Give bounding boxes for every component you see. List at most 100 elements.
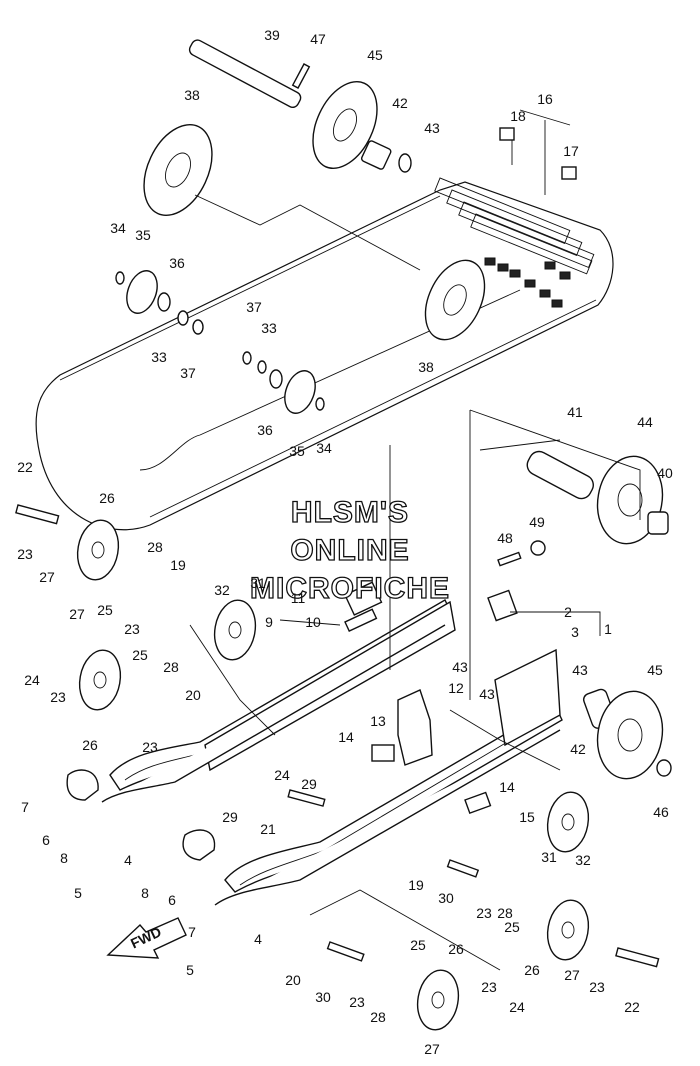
callout-42: 42 (570, 741, 586, 757)
callout-8: 8 (60, 850, 68, 866)
callout-27: 27 (564, 967, 580, 983)
callout-32: 32 (575, 852, 591, 868)
callout-25: 25 (97, 602, 113, 618)
callout-24: 24 (509, 999, 525, 1015)
leader-lines (189, 109, 641, 971)
callout-23: 23 (589, 979, 605, 995)
callout-49: 49 (529, 514, 545, 530)
callout-40: 40 (657, 465, 673, 481)
callout-11: 11 (291, 590, 306, 606)
callout-4: 4 (124, 852, 132, 868)
callout-23: 23 (50, 689, 66, 705)
callout-17: 17 (563, 143, 579, 159)
callout-26: 26 (524, 962, 540, 978)
callout-22: 22 (17, 459, 33, 475)
right-slide-rail (214, 648, 563, 906)
callout-43: 43 (424, 120, 440, 136)
callout-4: 4 (254, 931, 262, 947)
callout-36: 36 (257, 422, 273, 438)
callout-46: 46 (653, 804, 669, 820)
callout-23: 23 (349, 994, 365, 1010)
callout-25: 25 (132, 647, 148, 663)
callout-23: 23 (142, 739, 158, 755)
callout-35: 35 (289, 443, 305, 459)
callout-2: 2 (564, 604, 572, 620)
callout-12: 12 (448, 680, 464, 696)
callout-21: 21 (260, 821, 276, 837)
callout-47: 47 (310, 31, 326, 47)
callout-43: 43 (479, 686, 495, 702)
misc-brackets (344, 540, 546, 815)
callout-28: 28 (147, 539, 163, 555)
callout-38: 38 (184, 87, 200, 103)
callout-27: 27 (39, 569, 55, 585)
callout-23: 23 (476, 905, 492, 921)
callout-24: 24 (274, 767, 290, 783)
callout-5: 5 (74, 885, 82, 901)
watermark-line-2: ONLINE (290, 534, 409, 567)
callout-33: 33 (261, 320, 277, 336)
callout-20: 20 (285, 972, 301, 988)
callout-26: 26 (448, 941, 464, 957)
callout-27: 27 (424, 1041, 440, 1057)
callout-1: 1 (604, 621, 612, 637)
track-belt (35, 177, 614, 531)
callout-34: 34 (316, 440, 332, 456)
callout-19: 19 (170, 557, 186, 573)
callout-26: 26 (82, 737, 98, 753)
callout-6: 6 (42, 832, 50, 848)
callout-18: 18 (510, 108, 526, 124)
callout-30: 30 (315, 989, 331, 1005)
right-shaft-group (526, 450, 672, 780)
callout-5: 5 (186, 962, 194, 978)
watermark-line-3: MICROFICHE (250, 572, 450, 605)
callout-41: 41 (567, 404, 583, 420)
callout-29: 29 (222, 809, 238, 825)
callout-7: 7 (188, 924, 196, 940)
callout-8: 8 (141, 885, 149, 901)
callout-39: 39 (264, 27, 280, 43)
watermark-line-1: HLSM'S (291, 496, 409, 529)
track-wheels (115, 259, 486, 414)
callout-48: 48 (497, 530, 513, 546)
callout-38: 38 (418, 359, 434, 375)
callout-45: 45 (367, 47, 383, 63)
callout-26: 26 (99, 490, 115, 506)
callout-37: 37 (246, 299, 262, 315)
callout-28: 28 (497, 905, 513, 921)
callout-13: 13 (370, 713, 386, 729)
callout-14: 14 (338, 729, 354, 745)
callout-44: 44 (637, 414, 653, 430)
callout-23: 23 (124, 621, 140, 637)
rail-guides (66, 769, 216, 861)
callout-45: 45 (647, 662, 663, 678)
callout-37: 37 (180, 365, 196, 381)
callout-36: 36 (169, 255, 185, 271)
callout-14: 14 (499, 779, 515, 795)
callout-27: 27 (69, 606, 85, 622)
callout-15: 15 (519, 809, 535, 825)
callout-43: 43 (572, 662, 588, 678)
callout-3: 3 (571, 624, 579, 640)
callout-9: 9 (265, 614, 273, 630)
callout-43: 43 (452, 659, 468, 675)
callout-42: 42 (392, 95, 408, 111)
callout-7: 7 (21, 799, 29, 815)
callout-16: 16 (537, 91, 553, 107)
callout-10: 10 (305, 614, 321, 630)
callout-19: 19 (408, 877, 424, 893)
callout-31: 31 (541, 849, 557, 865)
callout-33: 33 (151, 349, 167, 365)
callout-23: 23 (17, 546, 33, 562)
callout-32: 32 (214, 582, 230, 598)
upper-axle-group (143, 39, 577, 217)
fwd-arrow: FWD (106, 917, 187, 959)
callout-25: 25 (504, 919, 520, 935)
callout-35: 35 (135, 227, 151, 243)
callout-34: 34 (110, 220, 126, 236)
callout-28: 28 (370, 1009, 386, 1025)
callout-24: 24 (24, 672, 40, 688)
watermark: HLSM'S ONLINE MICROFICHE (249, 495, 450, 605)
